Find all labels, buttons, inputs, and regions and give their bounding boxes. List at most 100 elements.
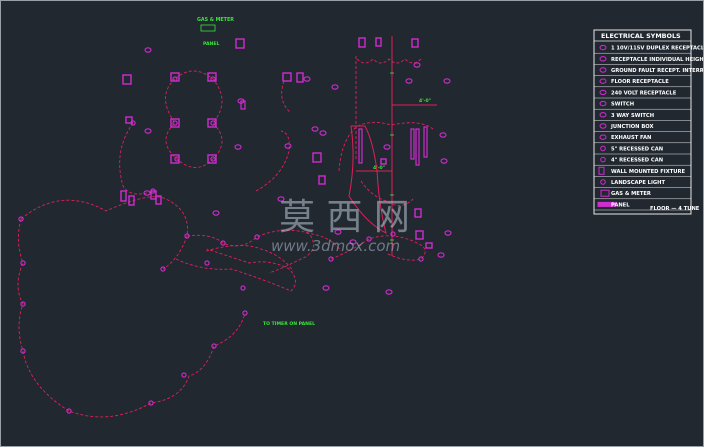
legend-label: EXHAUST FAN bbox=[611, 135, 651, 141]
receptacle-icon bbox=[212, 210, 220, 216]
landscape-light-icon bbox=[211, 343, 217, 349]
receptacle-icon bbox=[284, 143, 292, 149]
lower-center-loop bbox=[175, 248, 296, 292]
device-box bbox=[296, 72, 304, 83]
recessed-can-small-icon bbox=[600, 156, 606, 163]
legend-label: JUNCTION BOX bbox=[610, 124, 654, 130]
legend-label: 1 10V/115V DUPLEX RECEPTACLE bbox=[611, 46, 704, 52]
panel-icon bbox=[597, 201, 617, 207]
legend-row: 1 10V/115V DUPLEX RECEPTACLE bbox=[594, 44, 704, 54]
legend-row: RECEPTACLE INDIVIDUAL HEIGHT bbox=[594, 56, 704, 65]
center-link bbox=[305, 232, 342, 252]
receptacle-icon bbox=[385, 289, 393, 295]
landscape-light-icon bbox=[174, 156, 180, 162]
dimension-ticks bbox=[390, 72, 394, 241]
device-box bbox=[170, 118, 180, 128]
device-box bbox=[414, 208, 422, 218]
device-box bbox=[207, 154, 217, 164]
device-box bbox=[318, 175, 326, 185]
panel-note: PANEL bbox=[203, 41, 219, 47]
circuit-wiring bbox=[17, 56, 434, 418]
duplex-receptacle-icon bbox=[599, 44, 607, 51]
gas-meter-symbol bbox=[200, 24, 216, 32]
device-box bbox=[282, 72, 292, 82]
dimension-label-upper: 4'-0" bbox=[419, 98, 431, 104]
legend-row: PANEL bbox=[594, 201, 691, 211]
left-group-arc bbox=[119, 122, 154, 195]
right-arc-b bbox=[360, 180, 414, 206]
legend-label: RECEPTACLE INDIVIDUAL HEIGHT bbox=[611, 57, 704, 63]
device-box bbox=[375, 37, 382, 47]
watermark: 莫 西 网 www.3dmox.com bbox=[271, 197, 410, 255]
receptacle-icon bbox=[440, 158, 448, 164]
gas-meter-icon bbox=[600, 189, 610, 197]
device-box bbox=[358, 37, 366, 48]
electrical-devices bbox=[18, 37, 452, 414]
receptacle-icon bbox=[144, 47, 152, 53]
landscape-light-icon bbox=[418, 256, 424, 262]
landscape-light-icon bbox=[242, 310, 248, 316]
dimension-label-lower: 4'-0" bbox=[373, 165, 385, 171]
landscape-light-icon bbox=[160, 266, 166, 272]
device-box bbox=[122, 74, 132, 85]
legend-rows: 1 10V/115V DUPLEX RECEPTACLE RECEPTACLE I… bbox=[594, 44, 704, 211]
device-box bbox=[120, 190, 127, 202]
landscape-light-icon bbox=[240, 285, 246, 291]
legend-row: GAS & METER bbox=[594, 189, 691, 200]
legend-row: JUNCTION BOX bbox=[594, 123, 691, 132]
legend-label: WALL MOUNTED FIXTURE bbox=[611, 169, 685, 175]
landscape-light-icon bbox=[181, 372, 187, 378]
receptacle-icon bbox=[443, 78, 451, 84]
legend-row: 4" RECESSED CAN bbox=[594, 156, 691, 166]
legend-label: 4" RECESSED CAN bbox=[611, 158, 663, 164]
receptacle-height-icon bbox=[599, 56, 607, 62]
device-box bbox=[150, 190, 157, 200]
legend-row: 3 WAY SWITCH bbox=[594, 112, 691, 121]
legend-row: 5" RECESSED CAN bbox=[594, 145, 691, 155]
landscape-light-icon bbox=[220, 240, 226, 246]
receptacle-icon bbox=[405, 78, 413, 84]
receptacle-icon bbox=[144, 128, 152, 134]
upper-left-arc bbox=[20, 196, 188, 270]
device-box bbox=[235, 38, 245, 49]
landscape-light-icon bbox=[150, 188, 156, 194]
to-timer-note: TO TIMER ON PANEL bbox=[263, 321, 315, 327]
device-box bbox=[125, 116, 133, 124]
receptacle-icon bbox=[277, 196, 285, 202]
mid-curve bbox=[281, 80, 292, 114]
receptacle-icon bbox=[413, 62, 421, 68]
legend-row: FLOOR RECEPTACLE bbox=[594, 78, 691, 88]
landscape-light-icon bbox=[390, 231, 396, 237]
landscape-light-icon bbox=[366, 236, 372, 242]
landscape-light-icon bbox=[172, 76, 178, 82]
left-landscape-circuit bbox=[17, 218, 246, 418]
landscape-light-icon bbox=[172, 120, 178, 126]
recessed-can-icon bbox=[600, 145, 606, 152]
right-circuit bbox=[330, 235, 426, 261]
center-loop-circuit bbox=[186, 229, 314, 274]
landscape-light-icon bbox=[328, 256, 334, 262]
landscape-light-icon bbox=[20, 260, 26, 266]
legend-label: SWITCH bbox=[611, 102, 634, 108]
three-way-switch-icon bbox=[599, 112, 607, 118]
receptacle-icon bbox=[383, 144, 391, 150]
legend-label: GAS & METER bbox=[611, 191, 651, 197]
switch-icon bbox=[599, 100, 607, 107]
watermark-url: www.3dmox.com bbox=[271, 237, 400, 255]
device-box bbox=[415, 230, 424, 240]
legend-row: SWITCH bbox=[594, 100, 691, 110]
wall-fixture-icon bbox=[423, 126, 428, 158]
landscape-light-icon bbox=[20, 348, 26, 354]
landscape-light-icon bbox=[210, 120, 216, 126]
device-box bbox=[207, 118, 217, 128]
legend-label: PANEL bbox=[611, 202, 630, 208]
receptacle-icon bbox=[322, 285, 330, 291]
landscape-light-icon bbox=[66, 408, 72, 414]
wall-fixture-icon bbox=[410, 128, 415, 160]
receptacle-icon bbox=[349, 239, 357, 245]
receptacle-icon bbox=[444, 230, 452, 236]
watermark-chinese: 莫 西 网 bbox=[279, 197, 410, 238]
legend-label: LANDSCAPE LIGHT bbox=[611, 180, 666, 186]
